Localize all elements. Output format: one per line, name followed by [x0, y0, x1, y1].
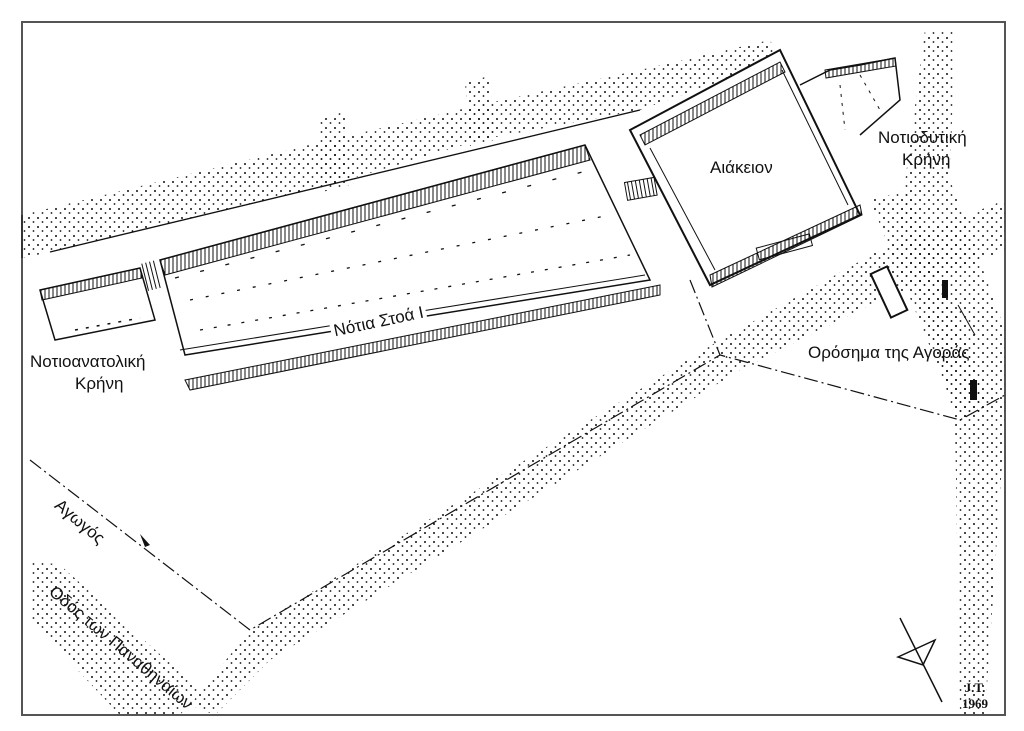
- boundary-stone-1: [942, 280, 948, 298]
- north-arrow-icon: [895, 617, 943, 703]
- roads: [22, 30, 1005, 715]
- monument-base: [869, 265, 909, 319]
- signature-year: 1969: [962, 696, 988, 711]
- diag-road: [870, 190, 990, 420]
- aqueduct-lines: [29, 279, 1006, 631]
- label-southwest-fountain-1: Νοτιοδυτική: [878, 128, 967, 147]
- southeast-fountain-building: [39, 267, 156, 341]
- southwest-road: [30, 560, 200, 715]
- side-road-1: [318, 112, 350, 192]
- label-aiakeion: Αιάκειον: [710, 158, 773, 177]
- signature: J.T. 1969: [962, 680, 988, 712]
- side-road-2: [465, 76, 495, 146]
- signature-initials: J.T.: [964, 680, 986, 695]
- panathenaic-way: [190, 200, 1005, 715]
- label-southeast-fountain-1: Νοτιοανατολική: [30, 352, 146, 371]
- label-southwest-fountain-2: Κρήνη: [902, 150, 951, 169]
- north-road: [22, 40, 780, 258]
- label-boundary-stone: Ορόσημα της Αγοράς: [808, 343, 970, 362]
- boundary-stone-2: [970, 380, 977, 400]
- label-southeast-fountain-2: Κρήνη: [75, 374, 124, 393]
- southwest-fountain-building: [799, 57, 901, 136]
- aiakeion-building: [623, 48, 863, 288]
